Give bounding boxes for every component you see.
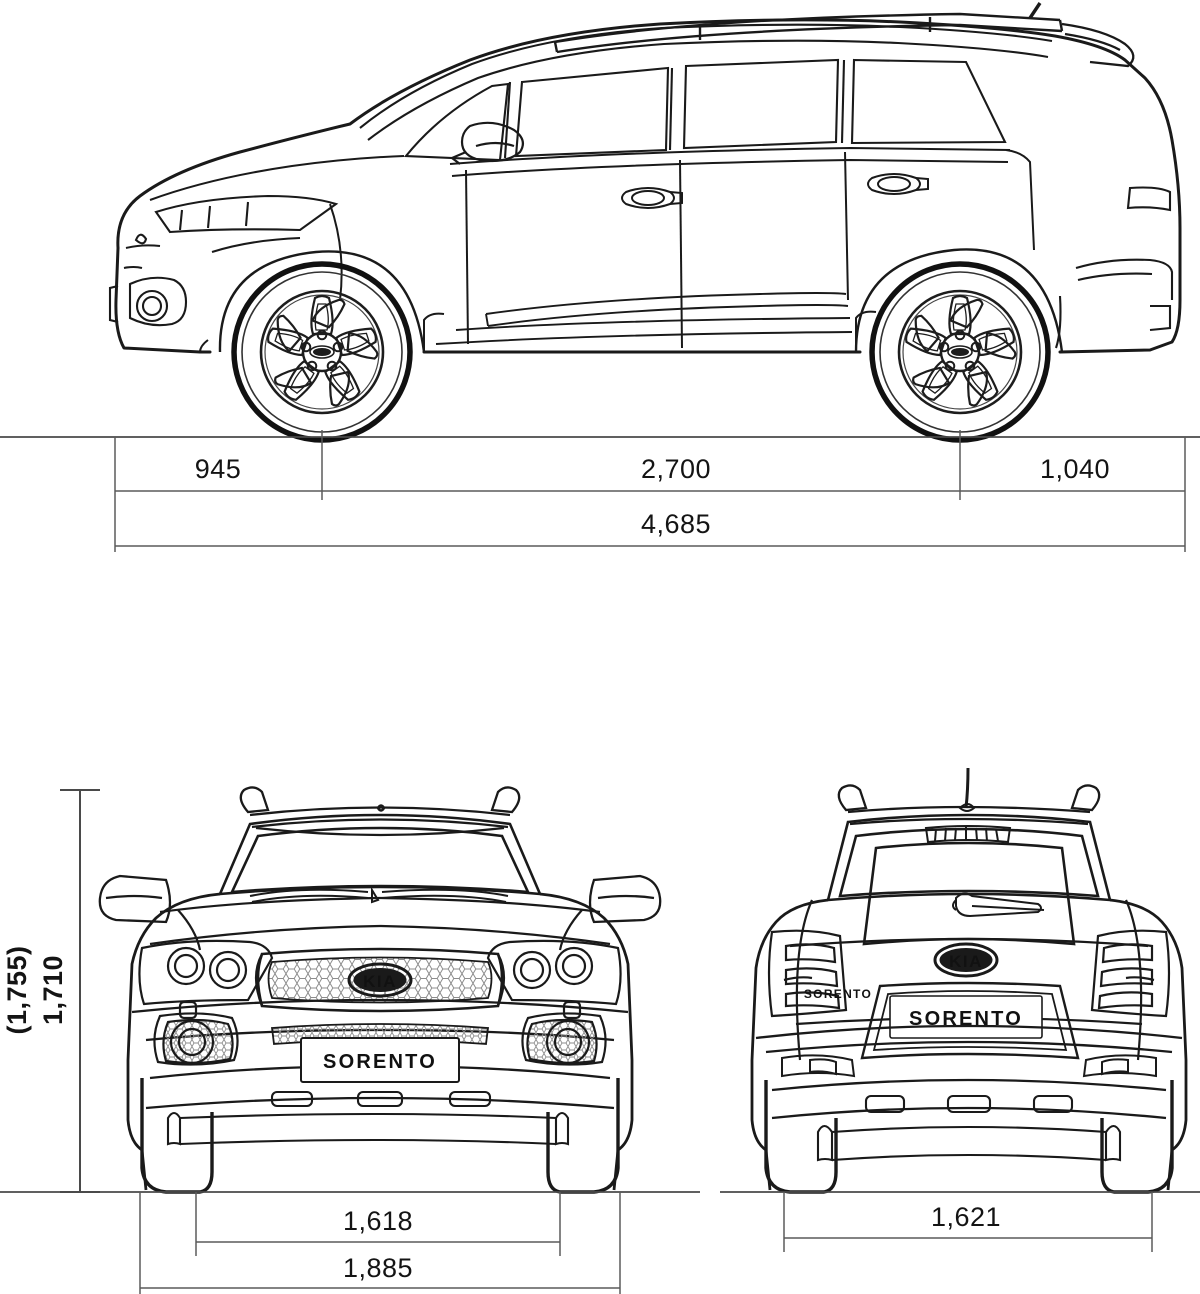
dim-overall-length: 4,685: [641, 509, 711, 539]
side-rear-wheel: [872, 264, 1048, 440]
side-doors: [449, 146, 1035, 349]
front-greenhouse: [217, 804, 543, 896]
front-kia-logo: KIA: [347, 962, 413, 998]
side-view-dimensions: [0, 430, 1200, 552]
front-roof-rails: [239, 786, 521, 837]
roof-rail-icon: [553, 12, 1064, 54]
rear-reflector-icon: [781, 1054, 1157, 1078]
front-license-plate: SORENTO: [300, 1037, 460, 1083]
dim-rear-overhang: 1,040: [1040, 454, 1110, 484]
side-front-wheel: [234, 264, 410, 440]
dim-front-track: 1,618: [343, 1206, 413, 1236]
dim-front-overhang: 945: [195, 454, 242, 484]
side-rocker: [199, 310, 877, 353]
front-view: KIA SORENTO: [98, 786, 662, 1194]
side-wheel-arches: [218, 248, 1064, 353]
rear-view-dimensions: [720, 1191, 1200, 1252]
antenna-icon: [1028, 2, 1042, 19]
rear-wiper-icon: [952, 892, 1045, 918]
front-skid-plate: [166, 1090, 570, 1146]
front-kia-logo-text: KIA: [363, 972, 397, 991]
rear-spoiler: [1061, 22, 1135, 68]
rear-highmount-brakelight-icon: [924, 825, 1012, 844]
rear-view: KIA SORENTO SORENTO: [750, 767, 1188, 1194]
front-headlight-icon: [138, 939, 622, 1006]
door-handle-icon: [621, 173, 929, 209]
rear-skid-plate: [816, 1094, 1122, 1162]
side-mirror-icon: [449, 121, 525, 165]
rear-bumper: [755, 1024, 1183, 1120]
rear-kia-logo: KIA: [933, 942, 999, 978]
rear-taillight-icon: [767, 899, 1171, 1061]
side-taillight-icon: [1055, 186, 1174, 349]
side-hood-lines: [125, 155, 405, 301]
side-view: [108, 2, 1182, 440]
front-wiper-icon: [249, 886, 509, 904]
dim-overall-height-with-rails: (1,755): [2, 945, 32, 1034]
front-mirror-icon: [98, 874, 662, 924]
rear-kia-logo-text: KIA: [949, 952, 983, 971]
dim-wheelbase: 2,700: [641, 454, 711, 484]
front-hood: [149, 896, 611, 951]
front-fog-lamp-icon: [153, 1000, 607, 1066]
rear-plate-text: SORENTO: [909, 1008, 1023, 1030]
side-fog-lamp-icon: [108, 233, 188, 327]
front-plate-text: SORENTO: [323, 1051, 437, 1073]
side-moulding: [435, 292, 853, 345]
dim-rear-track: 1,621: [931, 1202, 1001, 1232]
side-windows: [403, 58, 1007, 162]
front-view-dimensions: [0, 789, 700, 1294]
side-headlight-icon: [154, 194, 339, 234]
rear-model-badge: SORENTO: [804, 987, 872, 1001]
dim-overall-height: 1,710: [38, 955, 68, 1025]
rear-roof-rails: [837, 784, 1101, 826]
dim-overall-width: 1,885: [343, 1253, 413, 1283]
